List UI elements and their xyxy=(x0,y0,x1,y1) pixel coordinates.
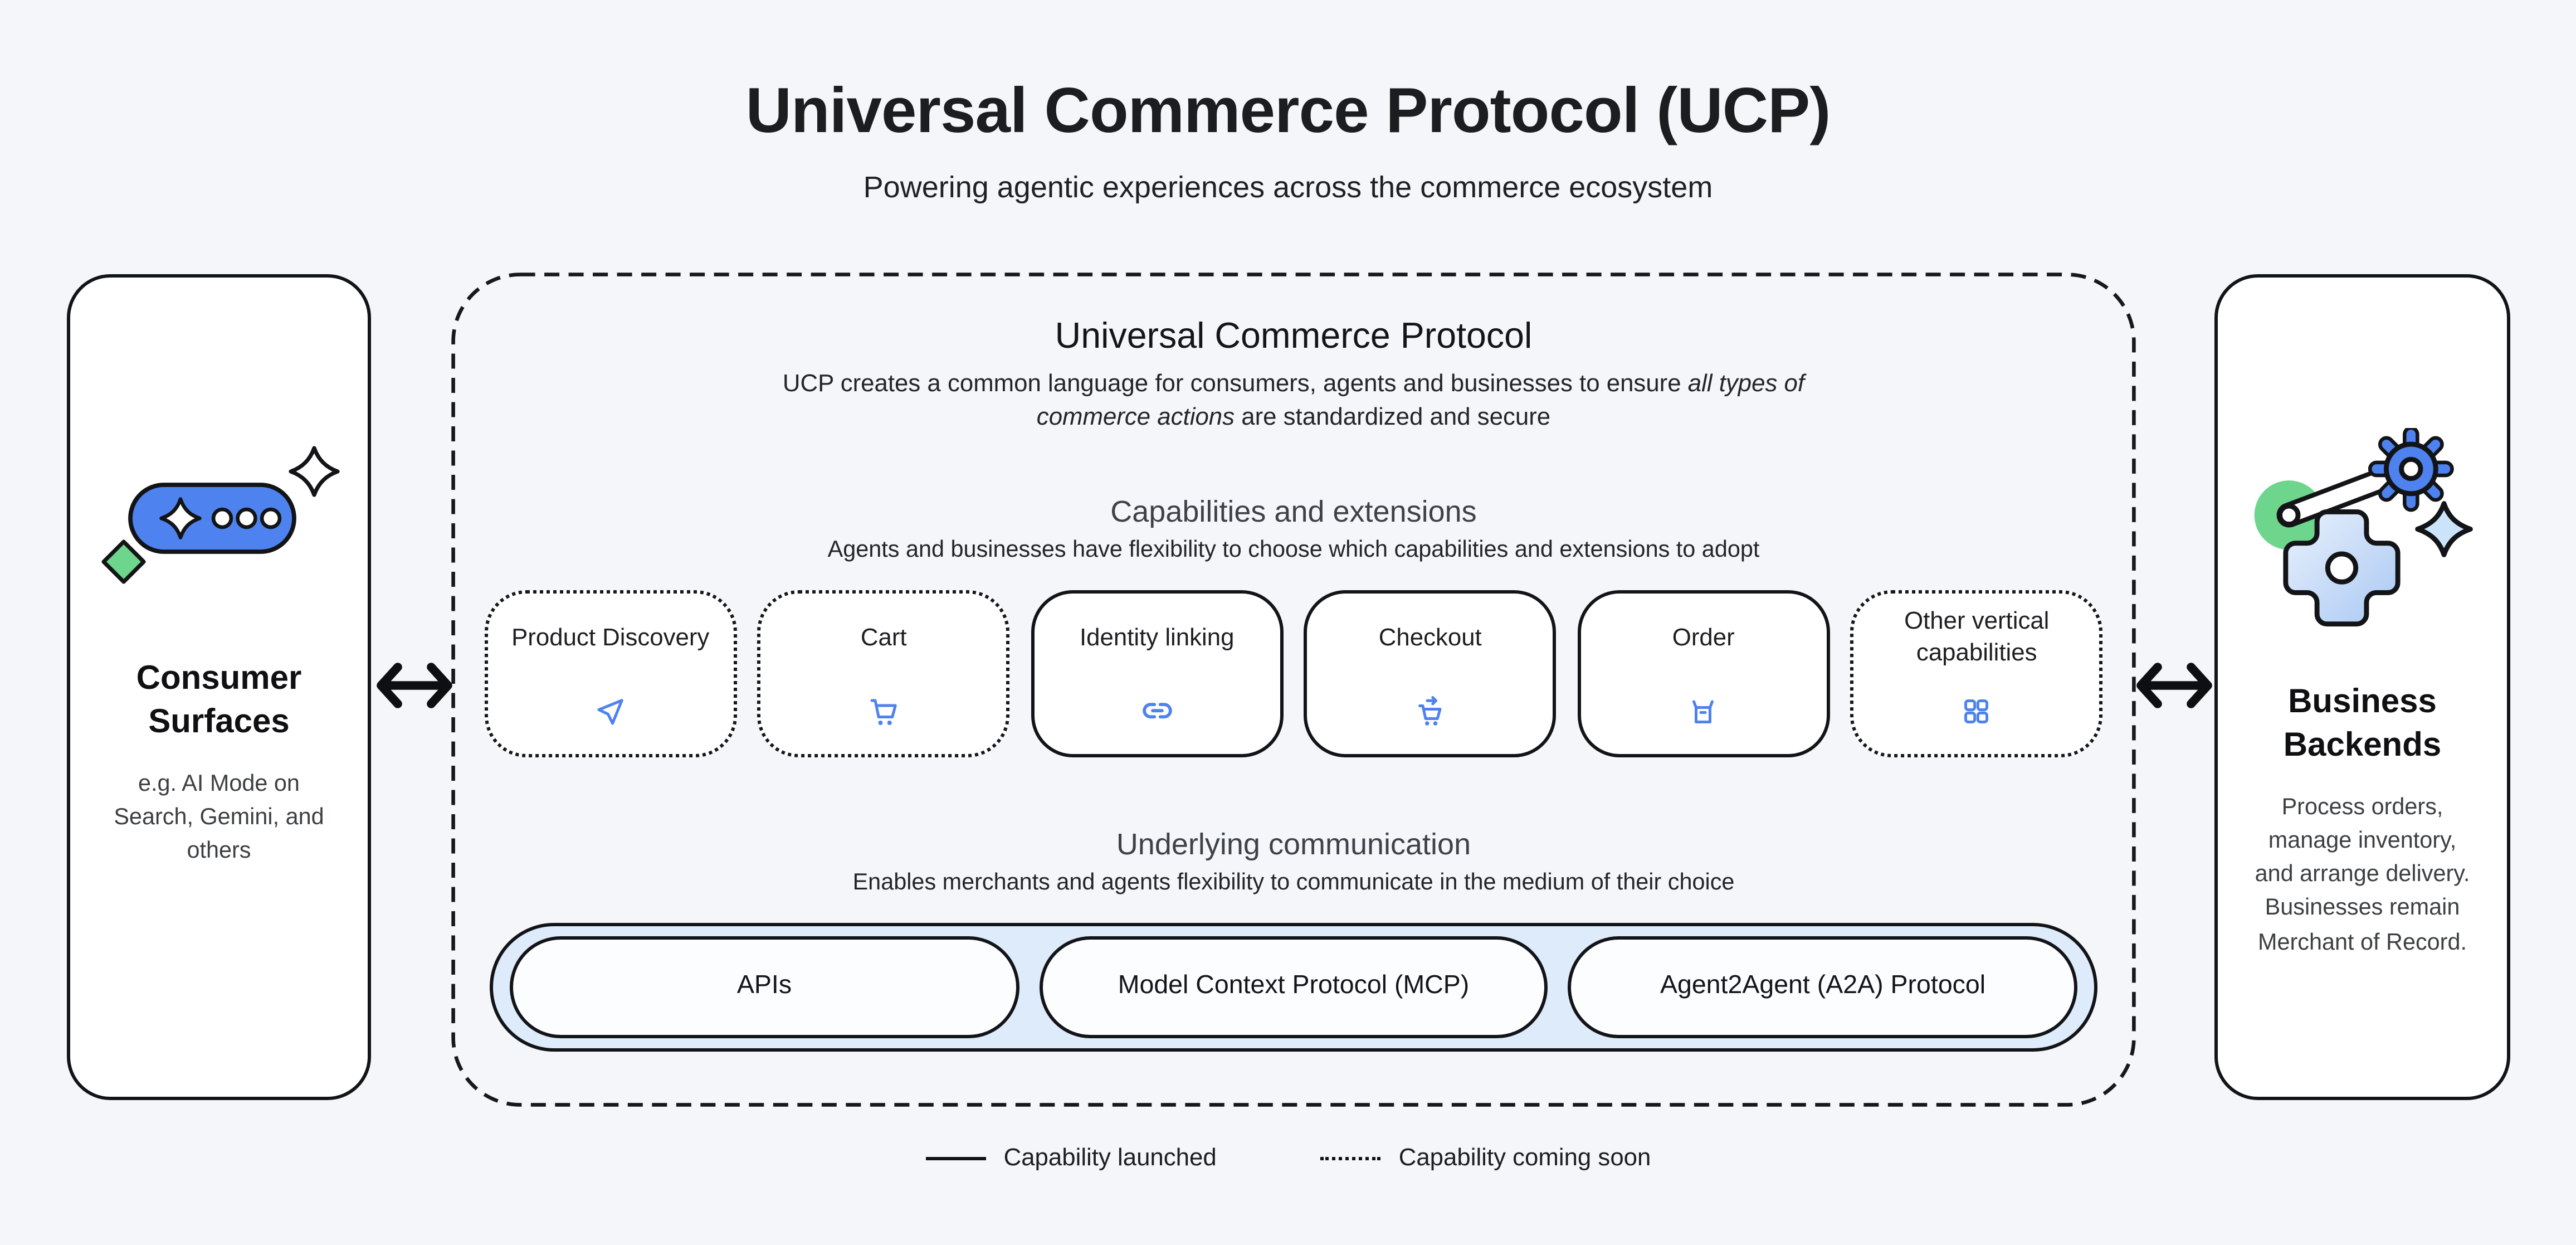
legend-solid-line-icon xyxy=(925,1157,985,1160)
communication-pill-apis: APIs xyxy=(510,936,1019,1038)
description-segment: UCP creates a common language for consum… xyxy=(782,371,1688,398)
ucp-panel: Universal Commerce Protocol UCP creates … xyxy=(451,273,2136,1107)
capability-card-checkout: Checkout xyxy=(1304,590,1557,757)
communication-section-subtitle: Enables merchants and agents flexibility… xyxy=(852,869,1735,894)
legend-item-coming-soon: Capability coming soon xyxy=(1320,1145,1651,1172)
ucp-title: Universal Commerce Protocol xyxy=(1055,316,1533,356)
shopping-cart-icon xyxy=(867,685,900,739)
business-backends-description: Process orders, manage inventory, and ar… xyxy=(2255,794,2470,954)
capabilities-row: Product Discovery Cart Identity linking Che… xyxy=(451,590,2136,757)
legend-launched-label: Capability launched xyxy=(1003,1145,1217,1172)
description-segment: commerce actions xyxy=(1036,405,1235,432)
capability-label: Identity linking xyxy=(1080,625,1235,652)
ucp-description: UCP creates a common language for consum… xyxy=(451,368,2136,436)
consumer-surfaces-title: Consumer Surfaces xyxy=(136,660,302,741)
ai-chat-pill-sparkle-icon xyxy=(94,445,344,594)
capability-card-other-vertical-capabilities: Other vertical capabilities xyxy=(1850,590,2103,757)
capability-label: Product Discovery xyxy=(511,625,710,652)
page-title: Universal Commerce Protocol (UCP) xyxy=(745,77,1831,147)
capability-label: Other vertical capabilities xyxy=(1904,609,2050,668)
business-backends-panel: Business Backends Process orders, manage… xyxy=(2214,274,2510,1100)
communication-pill-agent2agent-a2a-protocol: Agent2Agent (A2A) Protocol xyxy=(1568,936,2078,1038)
business-backends-title: Business Backends xyxy=(2283,684,2442,764)
capability-card-product-discovery: Product Discovery xyxy=(484,590,737,757)
capabilities-section-title: Capabilities and extensions xyxy=(1110,494,1477,528)
description-segment: all types of xyxy=(1687,371,1805,398)
gears-sparkle-icon xyxy=(2239,426,2486,637)
grid-icon xyxy=(1961,685,1993,739)
page-subtitle: Powering agentic experiences across the … xyxy=(863,171,1713,204)
ucp-description-line-2: commerce actions are standardized and se… xyxy=(451,402,2136,436)
communication-section-title: Underlying communication xyxy=(1116,827,1471,861)
link-icon xyxy=(1139,685,1174,739)
legend-coming-soon-label: Capability coming soon xyxy=(1398,1145,1651,1172)
cart-checkout-icon xyxy=(1413,685,1447,739)
communication-pill-model-context-protocol-mcp-: Model Context Protocol (MCP) xyxy=(1039,936,1549,1038)
capabilities-section-subtitle: Agents and businesses have flexibility t… xyxy=(827,536,1760,562)
consumer-surfaces-panel: Consumer Surfaces e.g. AI Mode on Search… xyxy=(67,274,371,1100)
legend-item-launched: Capability launched xyxy=(925,1145,1217,1172)
order-box-icon xyxy=(1687,685,1720,739)
right-bidirectional-arrow-icon xyxy=(2136,663,2212,708)
capability-label: Checkout xyxy=(1378,625,1482,652)
navigation-arrow-icon xyxy=(594,685,627,739)
capability-card-cart: Cart xyxy=(757,590,1010,757)
legend: Capability launched Capability coming so… xyxy=(0,1145,2576,1172)
capability-label: Cart xyxy=(860,625,907,652)
capability-card-order: Order xyxy=(1577,590,1830,757)
legend-dotted-line-icon xyxy=(1320,1157,1380,1160)
ucp-description-line-1: UCP creates a common language for consum… xyxy=(451,368,2136,402)
capability-card-identity-linking: Identity linking xyxy=(1031,590,1284,757)
description-segment: are standardized and secure xyxy=(1235,405,1551,432)
left-bidirectional-arrow-icon xyxy=(377,663,452,708)
capability-label: Order xyxy=(1672,625,1735,652)
consumer-surfaces-description: e.g. AI Mode on Search, Gemini, and othe… xyxy=(114,771,324,863)
